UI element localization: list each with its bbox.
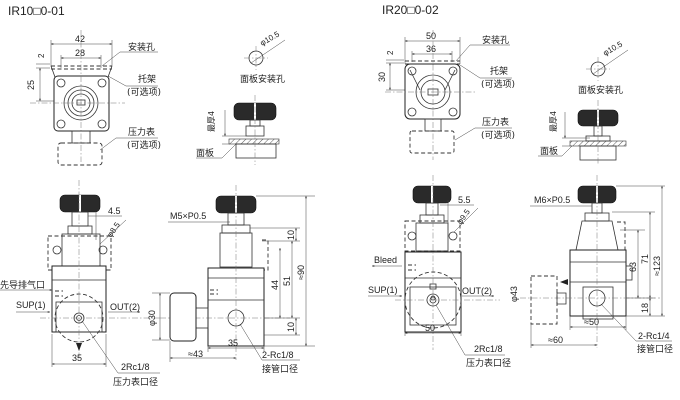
ir20-label-out: OUT(2)	[462, 286, 492, 296]
ir10-label-pipe-port: 接管口径	[262, 363, 298, 375]
ir10-label-bracket-opt: (可选项)	[127, 86, 161, 98]
ir20-dim-50: 50	[426, 31, 436, 41]
ir20-dim-2: 2	[386, 50, 395, 55]
ir20-section: IR20□0-02 50 36 2 30	[368, 3, 673, 369]
ir10-dim-35: 35	[72, 353, 82, 363]
ir10-dim-4-5: 4.5	[108, 206, 121, 216]
ir20-panel-detail: φ10.5 面板安装孔 最厚4 面板	[538, 39, 629, 165]
ir20-dim-36: 36	[426, 44, 436, 54]
ir10-panel-detail: φ10.5 面板安装孔 最厚4 面板	[196, 29, 286, 165]
ir20-side-dim-50: ≈50	[584, 317, 599, 327]
ir20-label-mount-hole: 安装孔	[482, 34, 509, 46]
ir10-dim-28: 28	[75, 48, 85, 58]
ir10-thread: M5×P0.5	[170, 211, 206, 221]
ir20-port-pipe: 2-Rc1/4	[638, 331, 670, 341]
ir10-label-bracket: 托架	[138, 73, 156, 85]
ir10-label-gauge-opt: (可选项)	[127, 139, 161, 151]
ir20-dia-43: φ43	[509, 286, 519, 302]
ir10-dim-v-10a: 10	[286, 230, 296, 240]
ir20-label-bracket: 托架	[490, 65, 508, 77]
ir10-side-view: M5×P0.5 10 44 51 ≈90 10 35	[160, 185, 315, 375]
ir20-side-view: M6×P0.5 63 71 ≈123 18 ≈50 ≈60 2-	[520, 175, 673, 355]
ir10-dim-25: 25	[26, 80, 36, 90]
ir20-dim-30: 30	[377, 72, 387, 82]
ir20-top-view: 50 36 2 30 安装孔 托	[377, 30, 515, 160]
ir10-section: IR10□0-01 42 28 2 25	[0, 4, 315, 388]
ir20-label-gauge-opt: (可选项)	[481, 129, 515, 141]
ir20-label-bracket-opt: (可选项)	[481, 78, 515, 90]
ir20-label-panel-hole: 面板安装孔	[578, 84, 623, 96]
ir20-dim-60: ≈60	[548, 335, 563, 345]
ir10-label-panel-hole: 面板安装孔	[240, 73, 285, 85]
ir10-side-dim-35: 35	[228, 338, 238, 348]
ir20-dim-9-5: φ9.5	[455, 207, 472, 226]
ir10-dim-8-5: φ8.5	[105, 220, 122, 239]
ir10-dim-v-10b: 10	[286, 322, 296, 332]
ir10-dim-v-90: ≈90	[296, 265, 306, 280]
ir10-label-out: OUT(2)	[110, 302, 140, 312]
ir20-dim-v-71: 71	[640, 254, 650, 264]
ir10-label-gauge-port: 压力表口径	[113, 376, 158, 388]
ir20-label-gauge-port: 压力表口径	[466, 357, 511, 369]
ir10-dim-v-51: 51	[282, 276, 292, 286]
ir20-port-gauge: 2Rc1/8	[474, 344, 503, 354]
ir10-dia-30: φ30	[147, 310, 157, 326]
ir20-dim-v-18: 18	[640, 303, 650, 313]
ir10-label-gauge: 压力表	[128, 126, 155, 138]
ir20-front-view: 5.5 φ9.5 Bleed SUP(1) OUT(2) φ43 50 2Rc1…	[368, 175, 519, 369]
ir20-label-pipe-port: 接管口径	[637, 343, 673, 355]
ir10-top-view: 42 28 2 25	[26, 30, 161, 166]
ir10-front-view: 4.5 φ8.5 先导排气口 SUP(1) OUT(2) φ30 35 2Rc1…	[0, 180, 170, 388]
ir10-dim-42: 42	[75, 34, 85, 44]
ir10-port-pipe: 2-Rc1/8	[262, 350, 294, 360]
ir10-title: IR10□0-01	[8, 4, 65, 18]
ir10-dim-43: ≈43	[188, 349, 203, 359]
ir10-label-panel: 面板	[196, 147, 214, 159]
ir20-label-sup: SUP(1)	[368, 285, 398, 295]
ir20-label-gauge: 压力表	[482, 116, 509, 128]
ir20-label-max-thickness: 最厚4	[549, 111, 558, 132]
ir10-port-gauge: 2Rc1/8	[121, 362, 150, 372]
ir10-label-mount-hole: 安装孔	[128, 41, 155, 53]
ir20-dim-5-5: 5.5	[458, 195, 471, 205]
ir10-label-pilot-exhaust: 先导排气口	[0, 279, 45, 291]
ir10-label-max-thickness: 最厚4	[207, 111, 216, 132]
ir10-dim-2: 2	[37, 53, 46, 58]
ir20-title: IR20□0-02	[382, 3, 439, 17]
ir20-dim-v-123: ≈123	[652, 256, 662, 276]
ir20-dim-50-front: 50	[425, 323, 435, 333]
ir10-dim-v-44: 44	[270, 280, 280, 290]
ir20-dim-v-63: 63	[628, 262, 638, 272]
ir20-label-panel: 面板	[540, 145, 558, 157]
ir20-label-bleed: Bleed	[374, 255, 397, 265]
ir10-label-sup: SUP(1)	[16, 300, 46, 310]
ir20-thread: M6×P0.5	[534, 195, 570, 205]
